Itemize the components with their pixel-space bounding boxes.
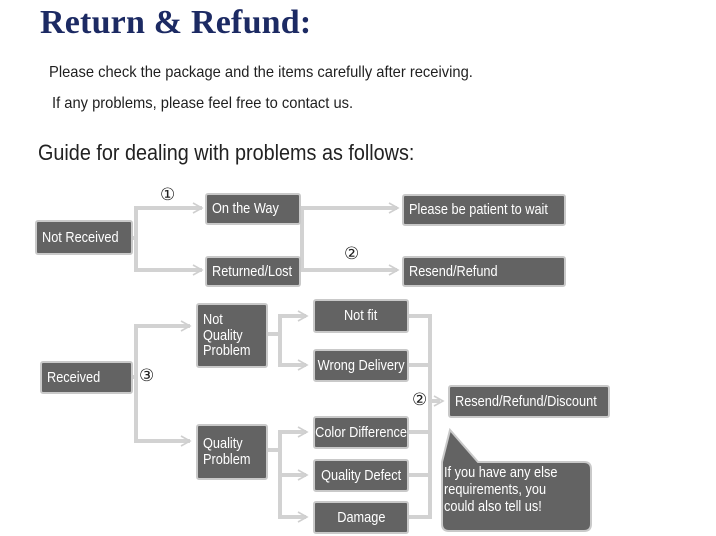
- connector-not-received: [129, 206, 202, 272]
- node-returned-lost: Returned/Lost: [205, 256, 301, 287]
- step-badge-1: ①: [160, 185, 176, 204]
- step-badge-2-bottom: ②: [412, 390, 428, 409]
- guide-heading: Guide for dealing with problems as follo…: [38, 140, 415, 165]
- step-badge-2-top: ②: [344, 244, 360, 263]
- connector-not-quality: [266, 314, 306, 367]
- node-damage: Damage: [313, 501, 409, 534]
- page-title: Return & Refund:: [40, 4, 312, 41]
- connector-quality: [266, 430, 306, 519]
- node-please-wait: Please be patient to wait: [402, 194, 566, 226]
- connector-collector: [407, 314, 432, 519]
- callout-text: If you have any else requirements, you c…: [444, 464, 558, 515]
- node-not-quality-problem: Not Quality Problem: [196, 303, 268, 368]
- step-badge-3: ③: [139, 366, 155, 385]
- connector-received: [131, 324, 190, 443]
- node-resend-refund-discount: Resend/Refund/Discount: [448, 385, 610, 418]
- node-quality-defect: Quality Defect: [313, 459, 409, 492]
- node-on-the-way: On the Way: [205, 193, 301, 225]
- node-not-fit: Not fit: [313, 299, 409, 333]
- node-not-received: Not Received: [35, 220, 133, 255]
- callout-bubble: [441, 427, 592, 532]
- instruction-line-2: If any problems, please feel free to con…: [52, 95, 354, 112]
- instruction-line-1: Please check the package and the items c…: [49, 64, 473, 81]
- connector-to-resend: [300, 206, 397, 272]
- node-wrong-delivery: Wrong Delivery: [313, 349, 409, 382]
- node-color-difference: Color Difference: [313, 416, 409, 449]
- node-received: Received: [40, 361, 133, 394]
- node-resend-refund: Resend/Refund: [402, 256, 566, 287]
- node-quality-problem: Quality Problem: [196, 424, 268, 480]
